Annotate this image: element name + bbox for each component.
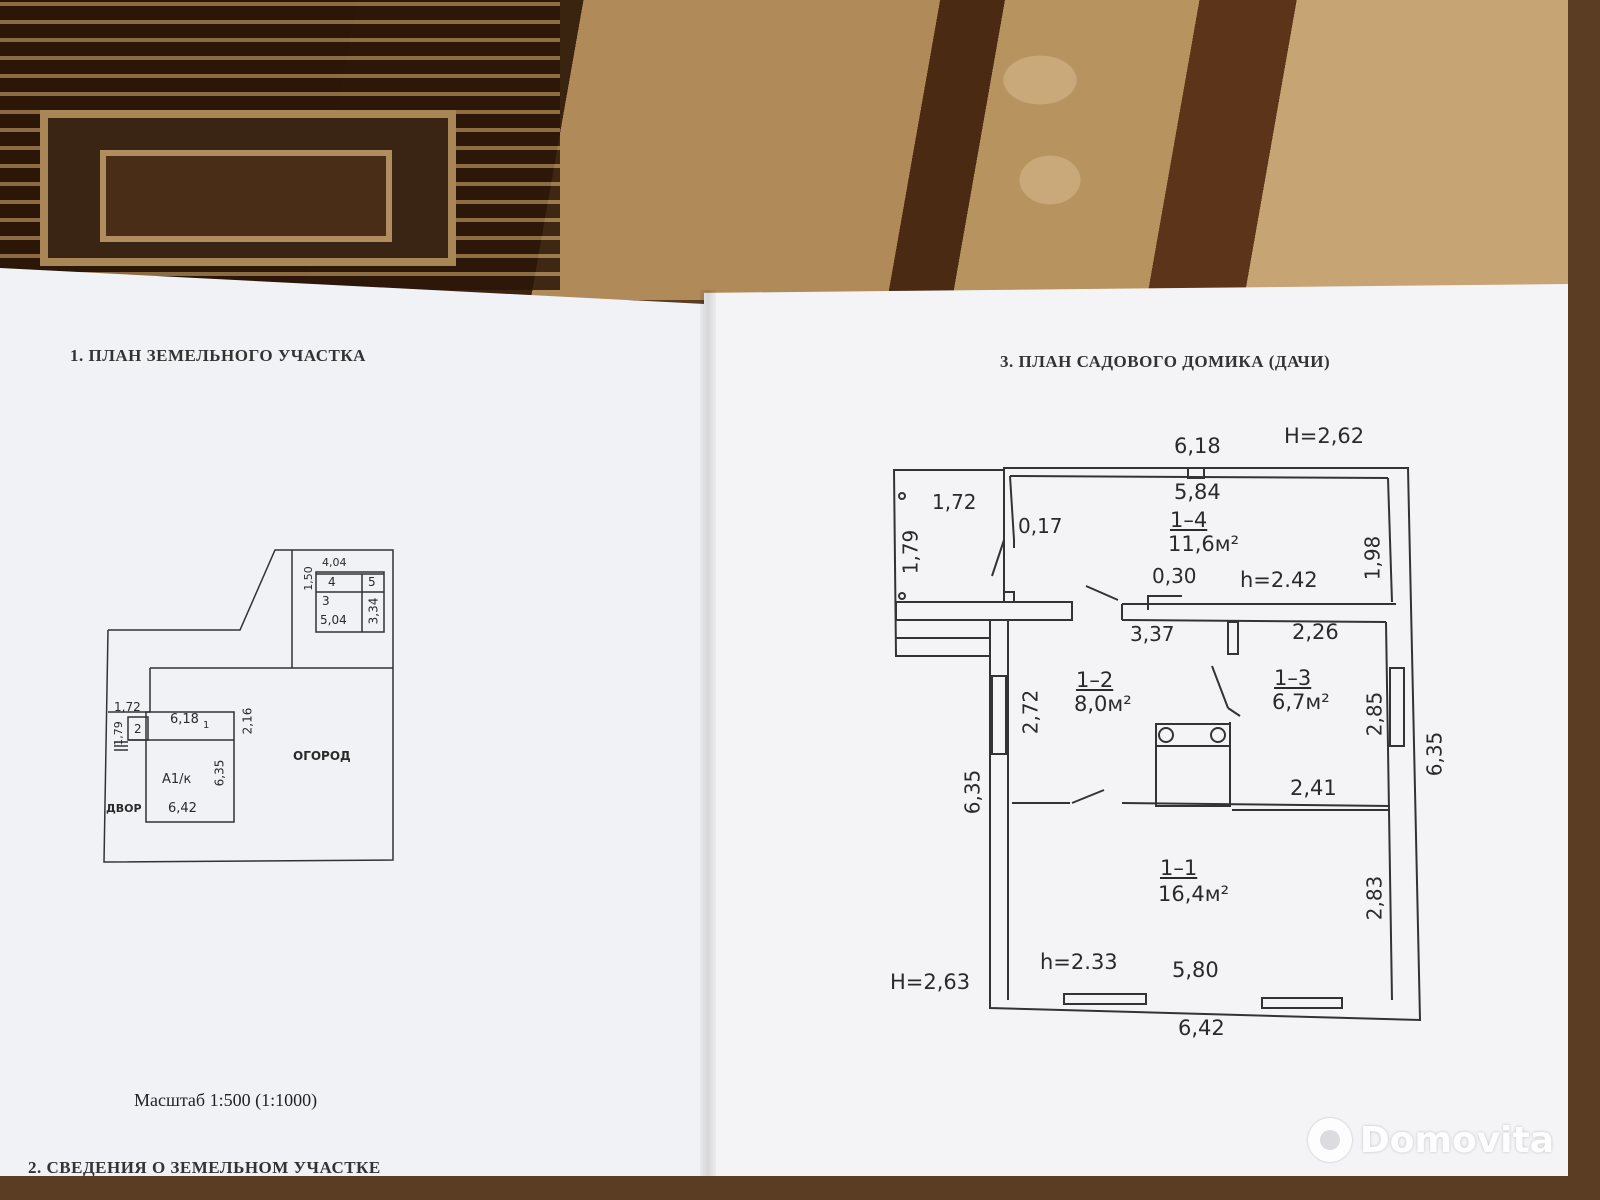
room12-dim-272: 2,72 xyxy=(1018,689,1043,735)
stove xyxy=(1155,723,1231,807)
wall-11-top-b xyxy=(1121,802,1391,807)
right-page xyxy=(704,284,1568,1176)
left-page xyxy=(0,268,712,1176)
lot-dim-618: 6,18 xyxy=(170,712,199,727)
stove-burner-2 xyxy=(1210,727,1226,743)
door-13-b xyxy=(1227,707,1241,717)
garden-label: ОГОРОД xyxy=(293,749,351,763)
door-13 xyxy=(1211,665,1229,709)
room13-dim-285: 2,85 xyxy=(1362,691,1387,737)
domovita-watermark: Domovita xyxy=(1307,1118,1554,1162)
page-fold xyxy=(700,290,716,1176)
house-plan-heading: 3. ПЛАН САДОВОГО ДОМИКА (ДАЧИ) xyxy=(1000,352,1331,371)
land-info-heading: 2. СВЕДЕНИЯ О ЗЕМЕЛЬНОМ УЧАСТКЕ xyxy=(28,1158,381,1177)
lot-dim-404: 4,04 xyxy=(322,556,347,569)
room11-ceiling-height: h=2.33 xyxy=(1040,950,1118,974)
room11-id: 1–1 xyxy=(1160,856,1198,880)
mark-030 xyxy=(1147,595,1182,610)
window-left xyxy=(991,675,1007,755)
room14-dim-198: 1,98 xyxy=(1360,535,1385,581)
house-footprint xyxy=(145,711,235,823)
wall-dim-017: 0,17 xyxy=(1018,514,1063,538)
window-bottom-2 xyxy=(1261,997,1343,1009)
room11-dim-580: 5,80 xyxy=(1172,958,1219,982)
outer-wall-main xyxy=(989,467,1422,1022)
wall-14-bottom-2 xyxy=(1121,619,1387,623)
veranda-post-2 xyxy=(898,592,906,600)
door-veranda xyxy=(991,539,1005,577)
room14-dim-584: 5,84 xyxy=(1174,480,1221,504)
land-plan-heading: 1. ПЛАН ЗЕМЕЛЬНОГО УЧАСТКА xyxy=(70,346,366,365)
building-label: А1/к xyxy=(162,772,192,787)
porch-room-2 xyxy=(127,716,149,741)
lot-dim-504: 5,04 xyxy=(320,613,347,627)
veranda-dim-179: 1,79 xyxy=(898,529,923,575)
room13-dim-226: 2,26 xyxy=(1292,620,1339,644)
room13-area: 6,7м² xyxy=(1272,690,1330,714)
lot-room-1: 1 xyxy=(203,720,210,731)
veranda-wall xyxy=(895,601,1073,621)
veranda-outline xyxy=(892,469,1004,657)
domovita-logo-icon xyxy=(1307,1118,1352,1162)
veranda-post-1 xyxy=(898,492,906,500)
lot-room-4: 4 xyxy=(328,575,336,589)
lot-room-3: 3 xyxy=(322,594,330,608)
window-top xyxy=(1187,467,1205,479)
partition-stub xyxy=(1227,621,1239,655)
door-11 xyxy=(1071,789,1105,804)
wall-dim-030: 0,30 xyxy=(1152,564,1197,588)
room13-dim-241: 2,41 xyxy=(1290,776,1337,800)
house-height-bottom: Н=2,63 xyxy=(890,970,971,994)
room11-dim-283: 2,83 xyxy=(1362,875,1387,921)
house-dim-635-right: 6,35 xyxy=(1422,731,1447,777)
stove-burner-1 xyxy=(1158,727,1174,743)
room14-id: 1–4 xyxy=(1170,508,1208,532)
yard-label: ДВОР xyxy=(106,802,142,815)
room14-area: 11,6м² xyxy=(1168,532,1240,556)
window-bottom-1 xyxy=(1063,993,1147,1005)
carpet-center xyxy=(100,150,392,242)
room13-id: 1–3 xyxy=(1274,666,1312,690)
room12-id: 1–2 xyxy=(1076,668,1114,692)
carpet-background xyxy=(0,0,1568,300)
room12-dim-337: 3,37 xyxy=(1130,622,1175,646)
outer-wall-left-inner xyxy=(1009,475,1015,541)
window-right xyxy=(1389,667,1405,747)
house-plan-drawing xyxy=(892,467,1422,1022)
house-height-top: Н=2,62 xyxy=(1284,424,1365,448)
house-dim-635-left: 6,35 xyxy=(960,769,985,815)
room14-ceiling-height: h=2.42 xyxy=(1240,568,1318,592)
house-width-bottom: 6,42 xyxy=(1178,1016,1225,1040)
lot-dim-642: 6,42 xyxy=(168,801,197,816)
scale-label: Масштаб 1:500 (1:1000) xyxy=(134,1090,318,1110)
outbuilding xyxy=(315,571,385,633)
veranda-dim-172: 1,72 xyxy=(932,490,977,514)
land-plan-drawing xyxy=(103,549,394,863)
room12-area: 8,0м² xyxy=(1074,692,1132,716)
outer-wall-right-inner xyxy=(1387,477,1393,603)
lot-room-2: 2 xyxy=(134,722,142,736)
lot-dim-172: 1,72 xyxy=(114,700,141,714)
domovita-logo-text: Domovita xyxy=(1359,1119,1554,1161)
room11-area: 16,4м² xyxy=(1158,882,1230,906)
lot-boundary xyxy=(103,549,394,863)
house-width-top: 6,18 xyxy=(1174,434,1221,458)
lot-room-5: 5 xyxy=(368,575,376,589)
door-14 xyxy=(1085,585,1119,601)
mark-post xyxy=(1003,591,1015,603)
